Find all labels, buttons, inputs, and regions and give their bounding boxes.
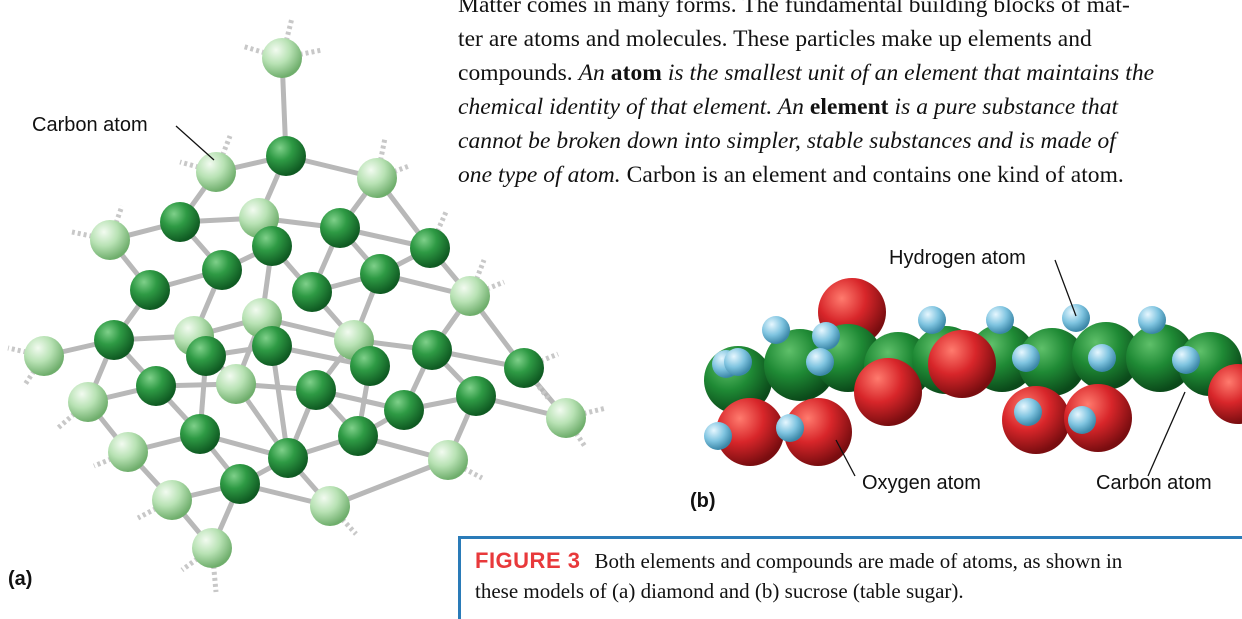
- term-element: element: [809, 94, 889, 120]
- carbon-atom-dark: [456, 376, 496, 416]
- sucrose-hydrogen-atom: [724, 348, 752, 376]
- sucrose-hydrogen-atom: [812, 322, 840, 350]
- figure-caption: FIGURE 3 Both elements and compounds are …: [475, 546, 1242, 606]
- sucrose-oxygen-atom: [854, 358, 922, 426]
- carbon-atom-light: [216, 364, 256, 404]
- carbon-atom-light: [90, 220, 130, 260]
- carbon-atom-dark: [266, 136, 306, 176]
- carbon-atom-light: [108, 432, 148, 472]
- body-line-2: ter are atoms and molecules. These parti…: [458, 26, 1092, 52]
- carbon-atom-light: [24, 336, 64, 376]
- sucrose-space-filling-model: [704, 259, 1242, 477]
- body-line-5: cannot be broken down into simpler, stab…: [458, 128, 1116, 154]
- carbon-atom-dark: [186, 336, 226, 376]
- carbon-atom-dark: [504, 348, 544, 388]
- sucrose-atoms: [704, 278, 1242, 466]
- caption-line-2: these models of (a) diamond and (b) sucr…: [475, 579, 964, 603]
- carbon-atom-light: [262, 38, 302, 78]
- body-line-1: Matter comes in many forms. The fundamen…: [458, 0, 1130, 18]
- sucrose-hydrogen-atom: [1062, 304, 1090, 332]
- sucrose-oxygen-atom: [784, 398, 852, 466]
- oxygen-atom-label: Oxygen atom: [862, 472, 981, 494]
- carbon-atom-dark: [338, 416, 378, 456]
- carbon-atom-dark: [296, 370, 336, 410]
- carbon-atom-label-b: Carbon atom: [1096, 472, 1212, 494]
- carbon-atom-dark: [410, 228, 450, 268]
- carbon-atom-dark: [220, 464, 260, 504]
- sucrose-hydrogen-atom: [704, 422, 732, 450]
- carbon-atom-light: [196, 152, 236, 192]
- body-line-4: chemical identity of that element. An el…: [458, 94, 1119, 120]
- carbon-atom-dark: [252, 326, 292, 366]
- diamond-atoms: [24, 38, 586, 568]
- sucrose-carbon-atom: [1126, 324, 1194, 392]
- sucrose-oxygen-atom: [1064, 384, 1132, 452]
- carbon-atom-dark: [350, 346, 390, 386]
- panel-a-label: (a): [8, 568, 33, 590]
- sucrose-oxygen-atom: [928, 330, 996, 398]
- sucrose-oxygen-atom: [1208, 364, 1242, 424]
- carbon-atom-light: [357, 158, 397, 198]
- figure-number: FIGURE 3: [475, 548, 581, 573]
- caption-line-1: Both elements and compounds are made of …: [594, 549, 1123, 573]
- sucrose-hydrogen-atom: [762, 316, 790, 344]
- carbon-atom-dark: [360, 254, 400, 294]
- sucrose-hydrogen-atom: [986, 306, 1014, 334]
- body-paragraph: Matter comes in many forms. The fundamen…: [458, 0, 1242, 192]
- sucrose-hydrogen-atom: [1172, 346, 1200, 374]
- sucrose-hydrogen-atom: [1138, 306, 1166, 334]
- caption-border: [458, 536, 1242, 619]
- carbon-atom-dark: [94, 320, 134, 360]
- sucrose-hydrogen-atom: [918, 306, 946, 334]
- sucrose-hydrogen-atom: [776, 414, 804, 442]
- sucrose-hydrogen-atom: [1088, 344, 1116, 372]
- body-line-6: one type of atom. Carbon is an element a…: [458, 162, 1124, 188]
- carbon-atom-light: [450, 276, 490, 316]
- carbon-atom-dark: [130, 270, 170, 310]
- carbon-atom-label-a: Carbon atom: [32, 114, 148, 136]
- term-atom: atom: [610, 60, 662, 86]
- carbon-atom-dark: [136, 366, 176, 406]
- carbon-atom-light: [546, 398, 586, 438]
- carbon-atom-dark: [268, 438, 308, 478]
- carbon-atom-dark: [180, 414, 220, 454]
- carbon-atom-dark: [160, 202, 200, 242]
- sucrose-hydrogen-atom: [806, 348, 834, 376]
- carbon-atom-dark: [384, 390, 424, 430]
- body-line-3: compounds. An atom is the smallest unit …: [458, 60, 1155, 86]
- hydrogen-atom-label: Hydrogen atom: [889, 247, 1026, 269]
- sucrose-hydrogen-atom: [1012, 344, 1040, 372]
- carbon-atom-dark: [320, 208, 360, 248]
- sucrose-oxygen-atom: [716, 398, 784, 466]
- sucrose-hydrogen-atom: [1014, 398, 1042, 426]
- carbon-atom-light: [152, 480, 192, 520]
- carbon-atom-dark: [292, 272, 332, 312]
- carbon-atom-dark: [252, 226, 292, 266]
- panel-b-label: (b): [690, 490, 716, 512]
- carbon-atom-light: [68, 382, 108, 422]
- diamond-lattice-model: [7, 17, 607, 593]
- carbon-atom-light: [192, 528, 232, 568]
- carbon-atom-dark: [412, 330, 452, 370]
- sucrose-hydrogen-atom: [1068, 406, 1096, 434]
- carbon-atom-light: [310, 486, 350, 526]
- diamond-bond: [327, 457, 451, 509]
- carbon-atom-dark: [202, 250, 242, 290]
- carbon-atom-light: [428, 440, 468, 480]
- sucrose-carbon-atom: [1018, 328, 1086, 396]
